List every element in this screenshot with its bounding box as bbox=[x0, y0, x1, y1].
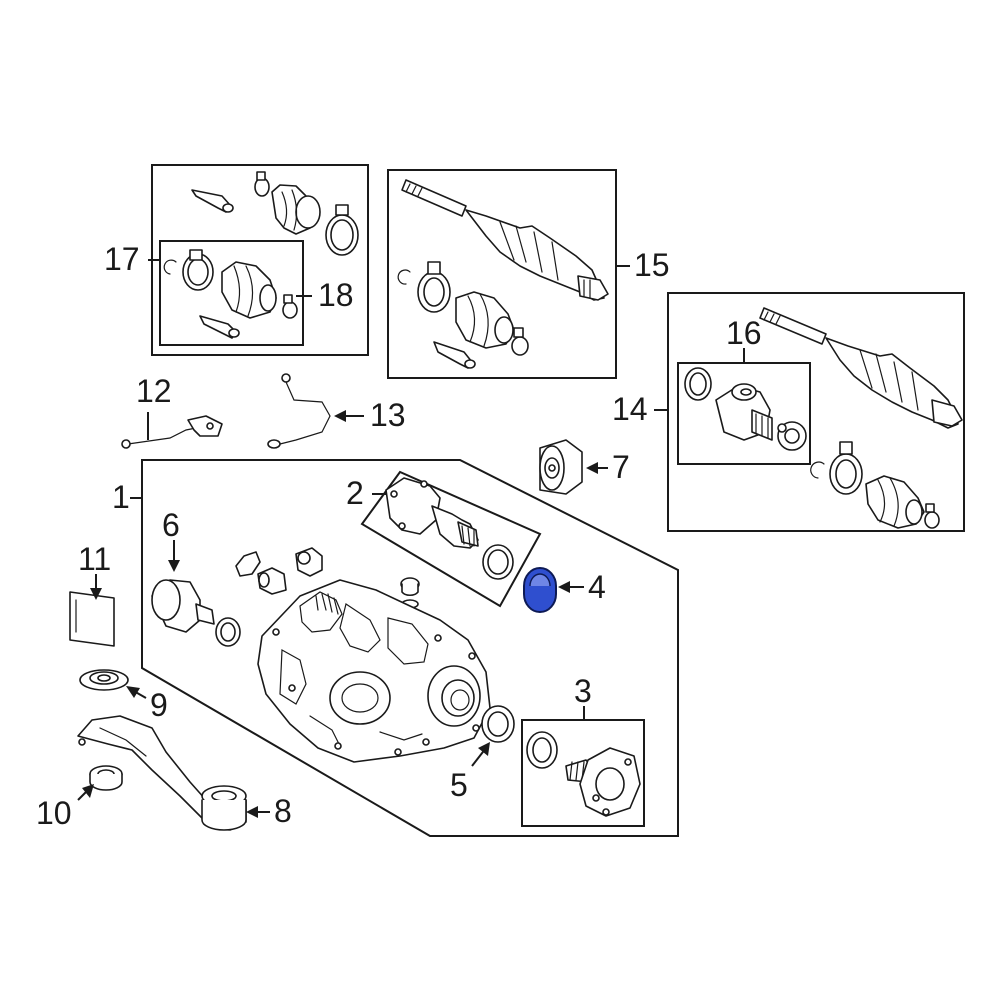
box-1: 1 bbox=[112, 459, 679, 837]
part-13: 13 bbox=[267, 373, 406, 449]
callout-2: 2 bbox=[346, 475, 364, 511]
callout-14: 14 bbox=[612, 391, 648, 427]
clamp-icon bbox=[254, 171, 270, 197]
part-10: 10 bbox=[36, 765, 123, 831]
box-17: 17 18 bbox=[104, 164, 369, 356]
oil-seal-icon bbox=[482, 544, 514, 580]
part-4: 4 bbox=[523, 567, 606, 613]
oil-seal-icon bbox=[526, 731, 558, 769]
callout-9: 9 bbox=[150, 687, 168, 723]
clamp-icon bbox=[417, 261, 451, 313]
inner-boot-icon bbox=[221, 261, 277, 319]
cv-boot-icon bbox=[455, 291, 515, 349]
grease-tube-small-icon bbox=[199, 315, 240, 339]
part-11: 11 bbox=[69, 541, 115, 647]
callout-6: 6 bbox=[162, 507, 180, 543]
callout-13: 13 bbox=[370, 397, 406, 433]
box-15: 15 bbox=[387, 169, 670, 379]
snap-ring-icon bbox=[810, 461, 825, 479]
part-8: 8 bbox=[246, 793, 292, 829]
callout-12: 12 bbox=[136, 373, 172, 409]
clamp-icon bbox=[829, 441, 863, 495]
clamp-small-icon bbox=[182, 249, 214, 291]
callout-10: 10 bbox=[36, 795, 72, 831]
boot-clamp-large-icon bbox=[325, 204, 359, 256]
axle-shaft-icon bbox=[759, 307, 963, 429]
callout-17: 17 bbox=[104, 241, 140, 277]
callout-11: 11 bbox=[78, 541, 111, 577]
snap-ring-icon bbox=[397, 269, 411, 285]
callout-7: 7 bbox=[612, 449, 630, 485]
callout-1: 1 bbox=[112, 479, 130, 515]
flange-shaft-icon bbox=[565, 747, 641, 817]
tripod-icon bbox=[777, 421, 807, 451]
part-5: 5 bbox=[450, 705, 515, 803]
cv-boot-icon bbox=[271, 184, 321, 235]
grease-tube-icon bbox=[191, 189, 234, 213]
small-clamp-icon bbox=[282, 294, 298, 319]
axle-shaft-icon bbox=[401, 179, 609, 301]
callout-18: 18 bbox=[318, 277, 354, 313]
cv-boot-icon bbox=[865, 475, 925, 529]
callout-15: 15 bbox=[634, 247, 670, 283]
part-12: 12 bbox=[121, 373, 223, 449]
box-3: 3 bbox=[521, 673, 645, 827]
part-7: 7 bbox=[539, 439, 630, 495]
part-6: 6 bbox=[151, 507, 241, 647]
differential-housing-icon bbox=[257, 579, 491, 763]
callout-4: 4 bbox=[588, 569, 606, 605]
callout-5: 5 bbox=[450, 767, 468, 803]
small-clamp-icon bbox=[511, 327, 529, 356]
plug-and-sensors bbox=[235, 547, 420, 609]
inner-joint-icon bbox=[715, 383, 773, 441]
crossmember-icon bbox=[77, 715, 247, 831]
box-2: 2 bbox=[346, 470, 542, 608]
callout-16: 16 bbox=[726, 315, 762, 351]
small-clamp-icon bbox=[924, 503, 940, 529]
snap-ring-icon bbox=[163, 259, 177, 275]
callout-8: 8 bbox=[274, 793, 292, 829]
callout-3: 3 bbox=[574, 673, 592, 709]
flange-shaft-icon bbox=[385, 477, 479, 549]
grease-tube-icon bbox=[433, 341, 476, 369]
part-9: 9 bbox=[79, 669, 168, 723]
box-14: 14 16 bbox=[612, 292, 965, 532]
boot-clamp-icon bbox=[684, 367, 712, 401]
